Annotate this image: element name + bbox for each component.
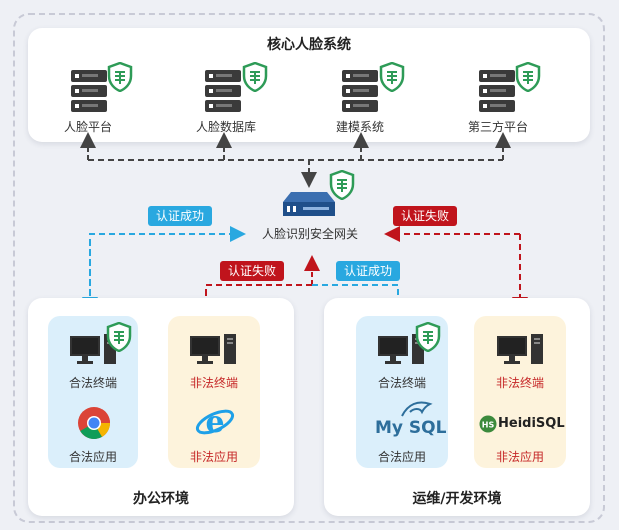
auth-success-badge-middle: 认证成功 (336, 261, 401, 281)
monitor-icon (378, 334, 426, 370)
server-label-face-platform: 人脸平台 (63, 120, 112, 134)
server-icon (479, 70, 515, 116)
heidisql-icon: HS (479, 415, 497, 437)
auth-fail-badge-right: 认证失败 (393, 206, 458, 226)
ie-icon: e (195, 402, 235, 446)
shield-icon (515, 61, 541, 96)
shield-icon (107, 61, 133, 96)
auth-success-badge-left: 认证成功 (148, 206, 213, 226)
office-illegal-terminal-label: 非法终端 (189, 376, 238, 390)
chrome-icon (77, 406, 111, 444)
monitor-icon (190, 334, 238, 370)
server-label-modeling-system: 建模系统 (335, 120, 384, 134)
shield-icon (379, 61, 405, 96)
gateway-label: 人脸识别安全网关 (261, 227, 358, 241)
office-legal-terminal-label: 合法终端 (68, 376, 117, 390)
devops-illegal-app-label: 非法应用 (495, 450, 544, 464)
core-system-title: 核心人脸系统 (267, 37, 351, 53)
devops-illegal-terminal-label: 非法终端 (495, 376, 544, 390)
server-icon (342, 70, 378, 116)
gateway-icon (283, 192, 335, 226)
shield-icon (106, 321, 132, 356)
devops-legal-app-label: 合法应用 (377, 450, 426, 464)
mysql-logo-text: My SQL (375, 418, 447, 438)
heidisql-logo-text: HeidiSQL (498, 416, 565, 431)
shield-icon (329, 169, 355, 204)
heidisql-icon-mark: HS (482, 421, 495, 430)
devops-legal-terminal-label: 合法终端 (377, 376, 426, 390)
server-label-third-party: 第三方平台 (467, 120, 528, 134)
server-label-face-database: 人脸数据库 (195, 120, 256, 134)
auth-fail-badge-middle: 认证失败 (220, 261, 285, 281)
svg-text:e: e (205, 405, 224, 440)
server-icon (205, 70, 241, 116)
server-icon (71, 70, 107, 116)
shield-icon (242, 61, 268, 96)
mysql-icon (400, 398, 434, 422)
shield-icon (415, 321, 441, 356)
office-illegal-app-label: 非法应用 (189, 450, 238, 464)
monitor-icon (497, 334, 545, 370)
office-legal-app-label: 合法应用 (68, 450, 117, 464)
office-title: 办公环境 (133, 491, 189, 507)
devops-title: 运维/开发环境 (412, 491, 502, 507)
